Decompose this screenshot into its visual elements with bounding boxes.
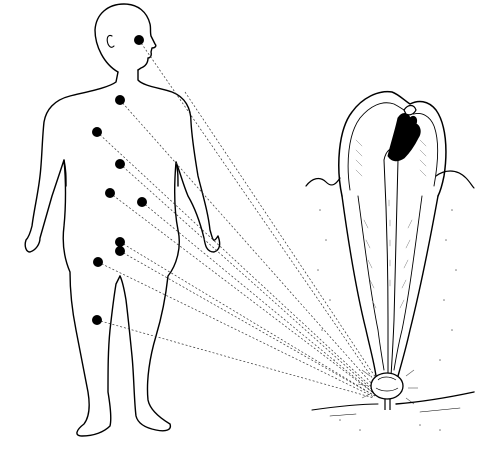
tooth-hatching xyxy=(356,140,426,308)
line-knee xyxy=(97,320,374,398)
connection-lines xyxy=(97,40,384,398)
line-thigh xyxy=(98,262,374,397)
left-side-outline xyxy=(25,72,120,436)
site-eye xyxy=(134,35,144,45)
human-body-outline xyxy=(25,4,219,436)
site-knee xyxy=(92,315,102,325)
site-thigh xyxy=(93,257,103,267)
right-side-outline xyxy=(120,70,220,431)
site-abdomen-lower xyxy=(115,246,125,256)
site-chest-right xyxy=(137,197,147,207)
site-neck xyxy=(115,95,125,105)
site-chest-middle xyxy=(115,159,125,169)
site-abdomen-middle xyxy=(115,237,125,247)
line-abdomen-lower xyxy=(120,251,375,396)
site-chest-upper xyxy=(92,127,102,137)
crown-notch xyxy=(404,106,416,115)
carious-lesion xyxy=(388,114,420,161)
root-canal xyxy=(384,160,398,376)
ear-outline xyxy=(107,35,114,47)
site-abdomen-upper xyxy=(105,188,115,198)
marked-sites xyxy=(92,35,147,325)
head-outline xyxy=(95,4,156,72)
line-chest-upper xyxy=(97,132,378,393)
gum-left xyxy=(306,178,340,186)
line-chest-right xyxy=(142,202,376,395)
